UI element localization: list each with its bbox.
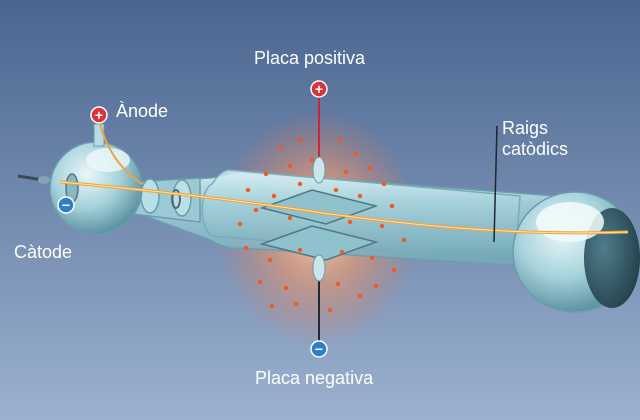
neck-ring-1 bbox=[140, 178, 160, 214]
cathode-rays-leader-line bbox=[493, 125, 498, 243]
anode-aperture bbox=[171, 189, 181, 209]
cathode-rays-label-line2: catòdics bbox=[502, 139, 569, 159]
positive-plate-connector bbox=[312, 156, 326, 184]
cathode-rays-label: Raigs catòdics bbox=[502, 118, 568, 160]
cathode-terminal-symbol: − bbox=[62, 197, 70, 213]
neck-ring-2 bbox=[172, 179, 192, 217]
anode-label: Ànode bbox=[116, 101, 169, 121]
screen-bulb-highlight bbox=[536, 202, 604, 242]
positive-plate-terminal-symbol: + bbox=[315, 81, 323, 97]
negative-plate-connector bbox=[312, 254, 326, 282]
anode-wire bbox=[99, 123, 143, 185]
minus-terminal-icon: − bbox=[57, 196, 75, 214]
anode-stem bbox=[93, 123, 105, 147]
charged-particles bbox=[237, 137, 407, 313]
cathode-bulb-highlight bbox=[86, 148, 130, 172]
positive-plate-label: Placa positiva bbox=[254, 48, 366, 68]
negative-plate-label: Placa negativa bbox=[255, 368, 374, 388]
anode-terminal-symbol: + bbox=[95, 107, 103, 123]
cathode-label: Càtode bbox=[14, 242, 73, 262]
cathode-ray-beam-core bbox=[59, 181, 629, 234]
plus-terminal-icon: + bbox=[310, 80, 328, 98]
plus-terminal-icon: + bbox=[90, 106, 108, 124]
minus-terminal-icon: − bbox=[310, 340, 328, 358]
cathode-rod-tip bbox=[38, 176, 50, 184]
cathode-rays-label-line1: Raigs bbox=[502, 118, 549, 138]
negative-plate-terminal-symbol: − bbox=[315, 341, 323, 357]
negative-plate bbox=[259, 225, 379, 261]
